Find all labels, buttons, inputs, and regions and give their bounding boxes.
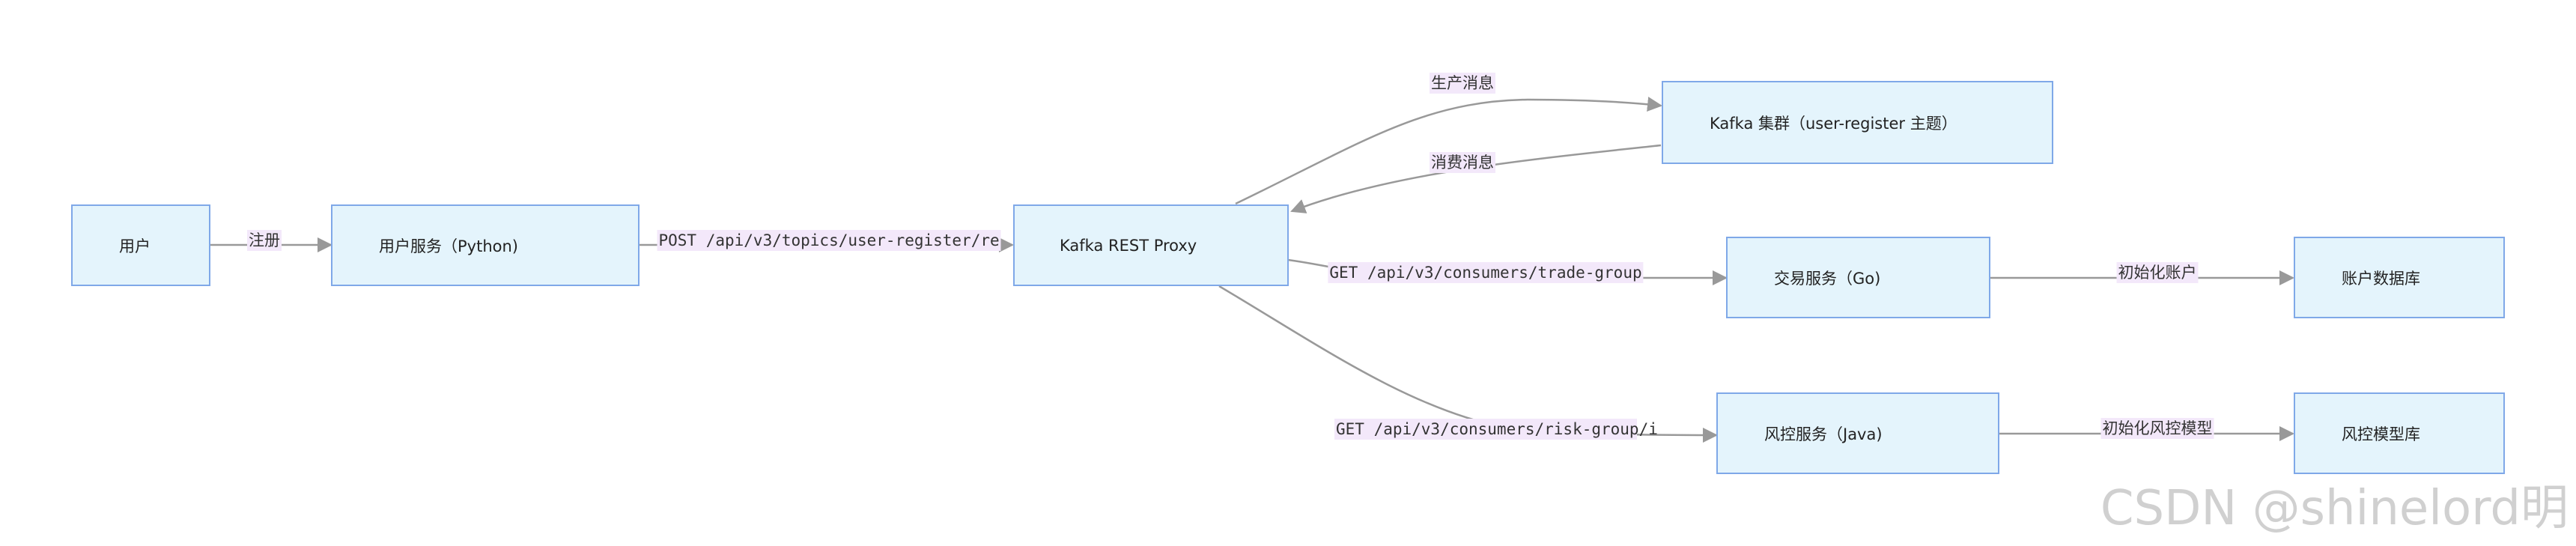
edge-proxy-to-risk-service xyxy=(1218,285,1718,443)
node-account-db-label: 账户数据库 xyxy=(2342,269,2420,288)
node-kafka-rest-proxy[interactable]: Kafka REST Proxy xyxy=(1013,204,1289,286)
node-user[interactable]: 用户 xyxy=(71,204,210,286)
node-account-db[interactable]: 账户数据库 xyxy=(2294,237,2505,318)
node-risk-db[interactable]: 风控模型库 xyxy=(2294,392,2505,474)
edge-label-init-account: 初始化账户 xyxy=(2116,262,2199,283)
node-kafka-rest-proxy-label: Kafka REST Proxy xyxy=(1060,236,1197,255)
edge-label-get-trade: GET /api/v3/consumers/trade-group xyxy=(1328,262,1644,283)
edge-proxy-to-kafka-produce xyxy=(1235,97,1662,205)
node-kafka-cluster[interactable]: Kafka 集群（user-register 主题） xyxy=(1662,81,2053,164)
node-trade-service-label: 交易服务（Go) xyxy=(1774,269,1881,288)
edge-label-register: 注册 xyxy=(247,230,282,251)
node-user-service-label: 用户服务（Python) xyxy=(379,237,518,255)
edge-label-get-risk: GET /api/v3/consumers/risk-group/i xyxy=(1334,419,1658,440)
edge-label-produce: 生产消息 xyxy=(1430,73,1495,94)
node-kafka-cluster-label: Kafka 集群（user-register 主题） xyxy=(1710,114,1957,133)
node-risk-service-label: 风控服务（Java) xyxy=(1764,425,1883,443)
node-user-label: 用户 xyxy=(119,237,151,255)
node-risk-service[interactable]: 风控服务（Java) xyxy=(1716,392,1999,474)
edge-label-post-topic: POST /api/v3/topics/user-register/re xyxy=(657,230,1001,251)
watermark: CSDN @shinelord明 xyxy=(2100,481,2569,536)
edge-label-consume: 消费消息 xyxy=(1430,152,1495,173)
node-user-service[interactable]: 用户服务（Python) xyxy=(331,204,640,286)
node-risk-db-label: 风控模型库 xyxy=(2342,425,2420,443)
edge-label-init-risk: 初始化风控模型 xyxy=(2100,418,2214,439)
node-trade-service[interactable]: 交易服务（Go) xyxy=(1726,237,1990,318)
